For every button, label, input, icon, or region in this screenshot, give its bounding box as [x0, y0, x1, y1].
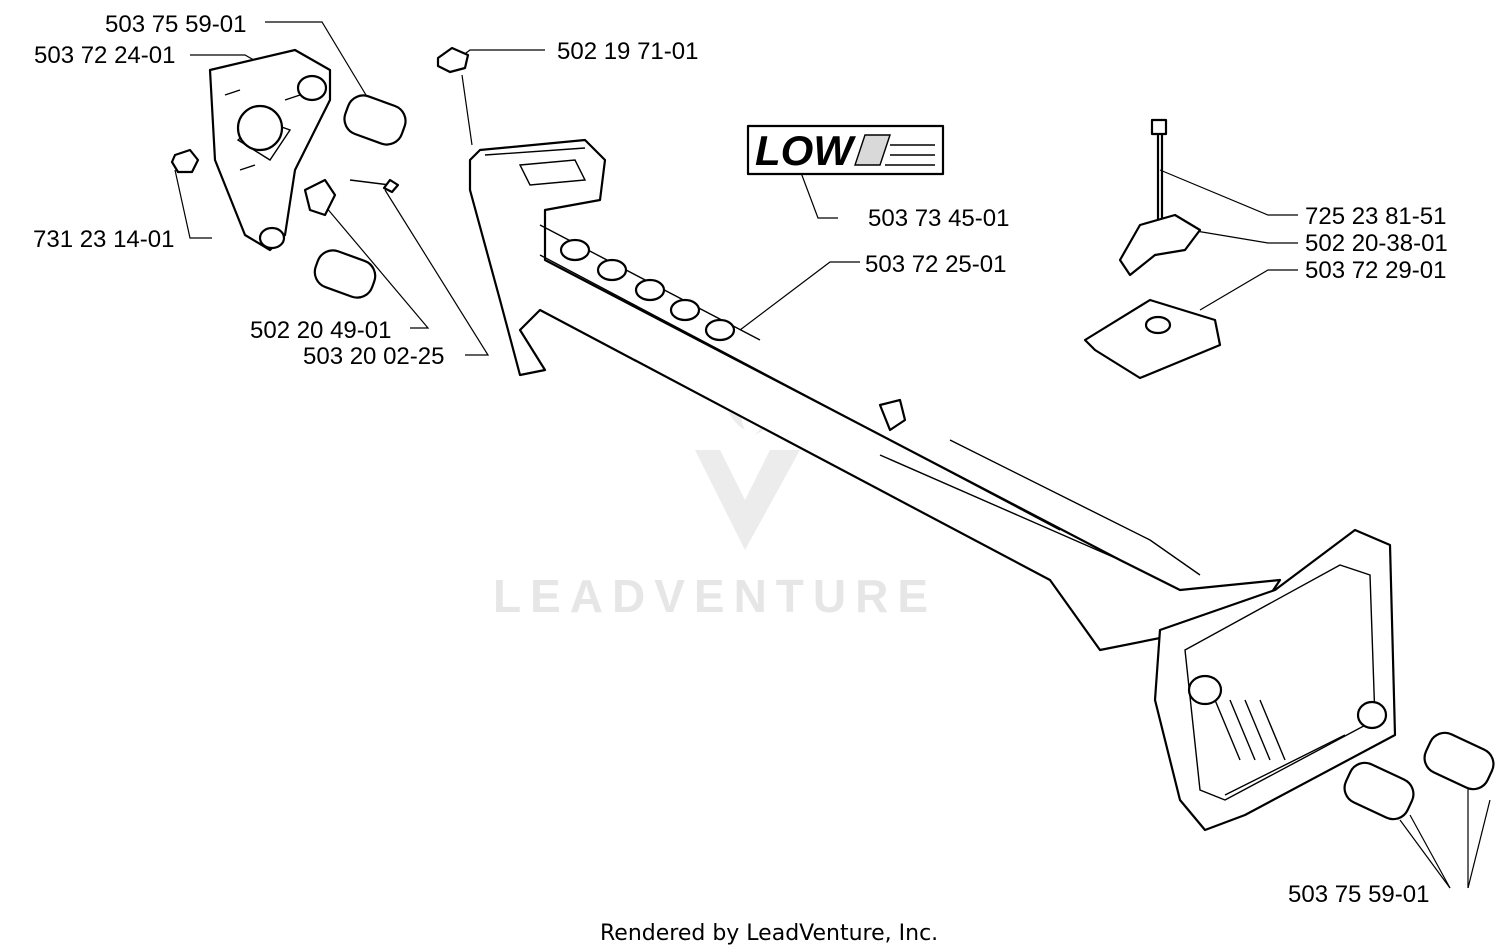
label-725-23-81-51: 725 23 81-51 [1305, 203, 1446, 230]
label-503-72-24-01: 503 72 24-01 [34, 42, 175, 69]
label-502-19-71-01: 502 19 71-01 [557, 38, 698, 65]
vib-logo-icon [854, 134, 891, 166]
label-503-75-59-01-top: 503 75 59-01 [105, 11, 246, 38]
label-503-75-59-01-bottom: 503 75 59-01 [1288, 881, 1429, 908]
label-502-20-49-01: 502 20 49-01 [250, 317, 391, 344]
label-502-20-38-01: 502 20-38-01 [1305, 230, 1448, 257]
handle-bracket [170, 48, 407, 299]
leader-lines [174, 21, 1491, 889]
low-logo-text: LOW [755, 127, 856, 174]
watermark-v-icon [695, 450, 800, 550]
label-503-72-25-01: 503 72 25-01 [865, 251, 1006, 278]
footer-credit: Rendered by LeadVenture, Inc. [600, 921, 938, 946]
label-503-72-29-01: 503 72 29-01 [1305, 257, 1446, 284]
label-503-20-02-25: 503 20 02-25 [303, 343, 444, 370]
watermark-text: LEADVENTURE [493, 570, 937, 622]
part-labels: 503 75 59-01 503 72 24-01 502 19 71-01 7… [33, 11, 1448, 908]
label-731-23-14-01: 731 23 14-01 [33, 226, 174, 253]
low-decal: LOW [746, 124, 945, 176]
label-503-73-45-01: 503 73 45-01 [868, 205, 1009, 232]
engine-housing [1153, 528, 1495, 832]
knob-assembly [1083, 118, 1222, 380]
nut-part [436, 46, 470, 74]
